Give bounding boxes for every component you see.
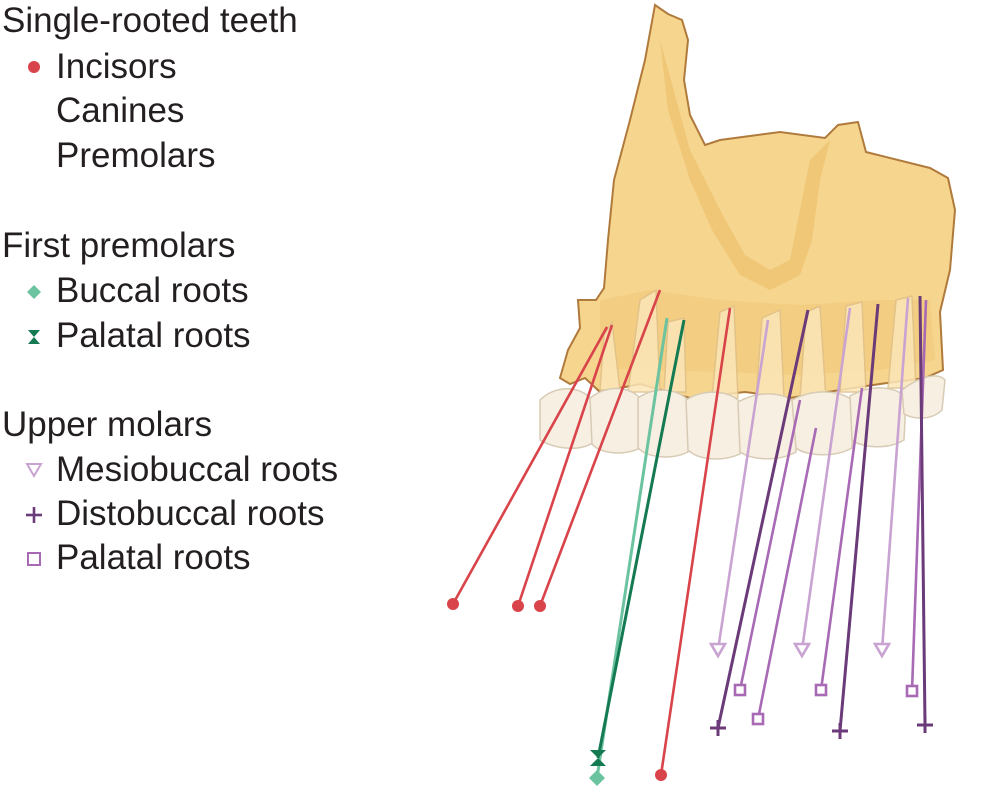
bone-shading-ridge <box>660 40 830 290</box>
legend: Single-rooted teeth Incisors Canines Pre… <box>0 0 400 600</box>
root-outlines <box>599 288 917 399</box>
distobuccal-root-line <box>918 295 927 726</box>
canine-root-line <box>538 289 662 607</box>
palatal-hourglass-marker-icon <box>28 330 40 344</box>
legend-item-premolars: Premolars <box>56 136 216 175</box>
distobuccal-plus-marker <box>710 720 726 736</box>
first-premolar-lines <box>589 317 686 786</box>
molar-palatal-root-line <box>910 299 928 692</box>
legend-heading-upper-molars: Upper molars <box>2 405 213 444</box>
incisor-root-line <box>451 326 609 605</box>
tooth-crown <box>791 391 855 456</box>
legend-item-premolar-palatal-roots: Palatal roots <box>56 316 251 355</box>
mesiobuccal-triangle-marker-icon <box>25 463 43 478</box>
premolar-palatal-root-line <box>596 319 686 759</box>
molar-palatal-square-marker <box>814 683 828 697</box>
legend-item-premolar-buccal-roots: Buccal roots <box>56 271 249 310</box>
molar-palatal-root-line <box>819 387 864 691</box>
molar-palatal-lines <box>733 299 928 726</box>
incisor-root-line <box>516 324 614 607</box>
legend-item-molar-palatal-roots: Palatal roots <box>56 538 251 577</box>
molar-palatal-root-line <box>738 399 802 691</box>
incisor-circle-marker <box>447 598 459 610</box>
premolar-palatal-hourglass-marker <box>590 750 606 766</box>
molar-palatal-square-marker-icon <box>27 552 41 566</box>
incisor-circle-marker <box>512 600 524 612</box>
mesiobuccal-triangle-marker <box>792 642 812 659</box>
mesiobuccal-lines <box>708 297 910 659</box>
legend-item-distobuccal-roots: Distobuccal roots <box>56 494 325 533</box>
legend-item-canines: Canines <box>56 91 185 130</box>
molar-palatal-square-marker <box>751 712 765 726</box>
premolar-buccal-diamond-marker <box>589 770 605 786</box>
distobuccal-plus-marker <box>917 717 933 733</box>
molar-palatal-square-marker <box>905 684 919 698</box>
premolar-root-line <box>659 307 732 776</box>
legend-item-incisors: Incisors <box>56 47 177 86</box>
tooth-crown <box>685 391 743 460</box>
distobuccal-root-line <box>838 303 880 732</box>
legend-heading-first-premolars: First premolars <box>2 226 236 265</box>
mesiobuccal-triangle-marker <box>708 642 728 659</box>
distobuccal-lines <box>710 295 933 739</box>
canine-circle-marker <box>534 600 546 612</box>
distobuccal-plus-marker-icon <box>26 507 42 523</box>
molar-palatal-root-line <box>756 427 818 720</box>
single-root-lines <box>447 289 732 781</box>
tooth-crown <box>589 387 643 454</box>
mesiobuccal-root-line <box>800 307 852 651</box>
incisors-circle-marker-icon <box>28 61 40 73</box>
mesiobuccal-triangle-marker <box>872 642 892 659</box>
legend-item-mesiobuccal-roots: Mesiobuccal roots <box>56 450 339 489</box>
premolar-circle-marker <box>655 769 667 781</box>
distobuccal-plus-marker <box>832 723 848 739</box>
buccal-diamond-marker-icon <box>27 285 41 299</box>
legend-heading-single-rooted: Single-rooted teeth <box>2 1 298 40</box>
molar-palatal-square-marker <box>733 683 747 697</box>
mesiobuccal-root-line <box>880 297 910 651</box>
distobuccal-root-line <box>716 309 810 729</box>
mesiobuccal-root-line <box>716 319 770 651</box>
